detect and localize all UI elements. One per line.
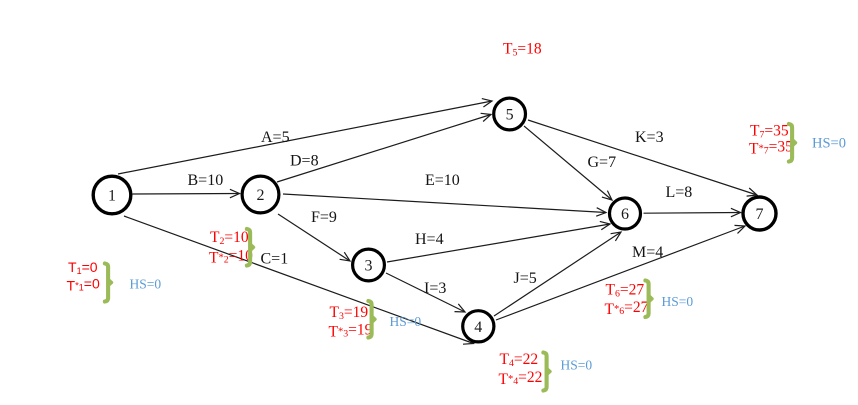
svg-text:HS=0: HS=0 xyxy=(390,314,422,329)
svg-text:HS=0: HS=0 xyxy=(662,294,694,309)
svg-text:L=8: L=8 xyxy=(666,184,693,201)
svg-text:T*7=35: T*7=35 xyxy=(749,139,793,158)
svg-text:T*3=19: T*3=19 xyxy=(329,321,373,340)
svg-text:F=9: F=9 xyxy=(311,209,337,226)
svg-text:1: 1 xyxy=(108,188,116,205)
svg-text:3: 3 xyxy=(365,258,373,275)
svg-text:T5=18: T5=18 xyxy=(503,41,542,59)
svg-text:2: 2 xyxy=(257,187,265,204)
svg-text:M=4: M=4 xyxy=(632,244,663,261)
svg-text:E=10: E=10 xyxy=(425,172,460,189)
svg-text:T6=27: T6=27 xyxy=(606,282,645,300)
svg-text:T2=10: T2=10 xyxy=(210,229,249,247)
svg-text:7: 7 xyxy=(756,206,764,223)
svg-text:T*1=0: T*1=0 xyxy=(67,276,100,294)
svg-text:T3=19: T3=19 xyxy=(330,304,369,322)
svg-text:K=3: K=3 xyxy=(635,129,664,146)
svg-text:C=1: C=1 xyxy=(261,251,289,268)
svg-text:G=7: G=7 xyxy=(588,154,617,171)
svg-text:A=5: A=5 xyxy=(261,129,290,146)
svg-text:HS=0: HS=0 xyxy=(561,358,593,373)
svg-text:H=4: H=4 xyxy=(415,231,444,248)
svg-text:4: 4 xyxy=(474,319,482,336)
svg-text:J=5: J=5 xyxy=(514,270,537,287)
svg-text:6: 6 xyxy=(621,206,629,223)
svg-text:I=3: I=3 xyxy=(424,280,446,297)
svg-text:T*6=27: T*6=27 xyxy=(605,299,649,318)
svg-text:T*4=22: T*4=22 xyxy=(499,369,543,388)
svg-text:5: 5 xyxy=(506,107,514,124)
svg-text:D=8: D=8 xyxy=(290,153,319,170)
svg-text:T1=0: T1=0 xyxy=(68,259,98,276)
svg-text:HS=0: HS=0 xyxy=(130,276,162,291)
svg-text:T4=22: T4=22 xyxy=(500,351,539,369)
svg-text:B=10: B=10 xyxy=(188,172,224,189)
svg-text:HS=0: HS=0 xyxy=(812,136,846,152)
svg-text:T*2=10: T*2=10 xyxy=(209,248,253,267)
